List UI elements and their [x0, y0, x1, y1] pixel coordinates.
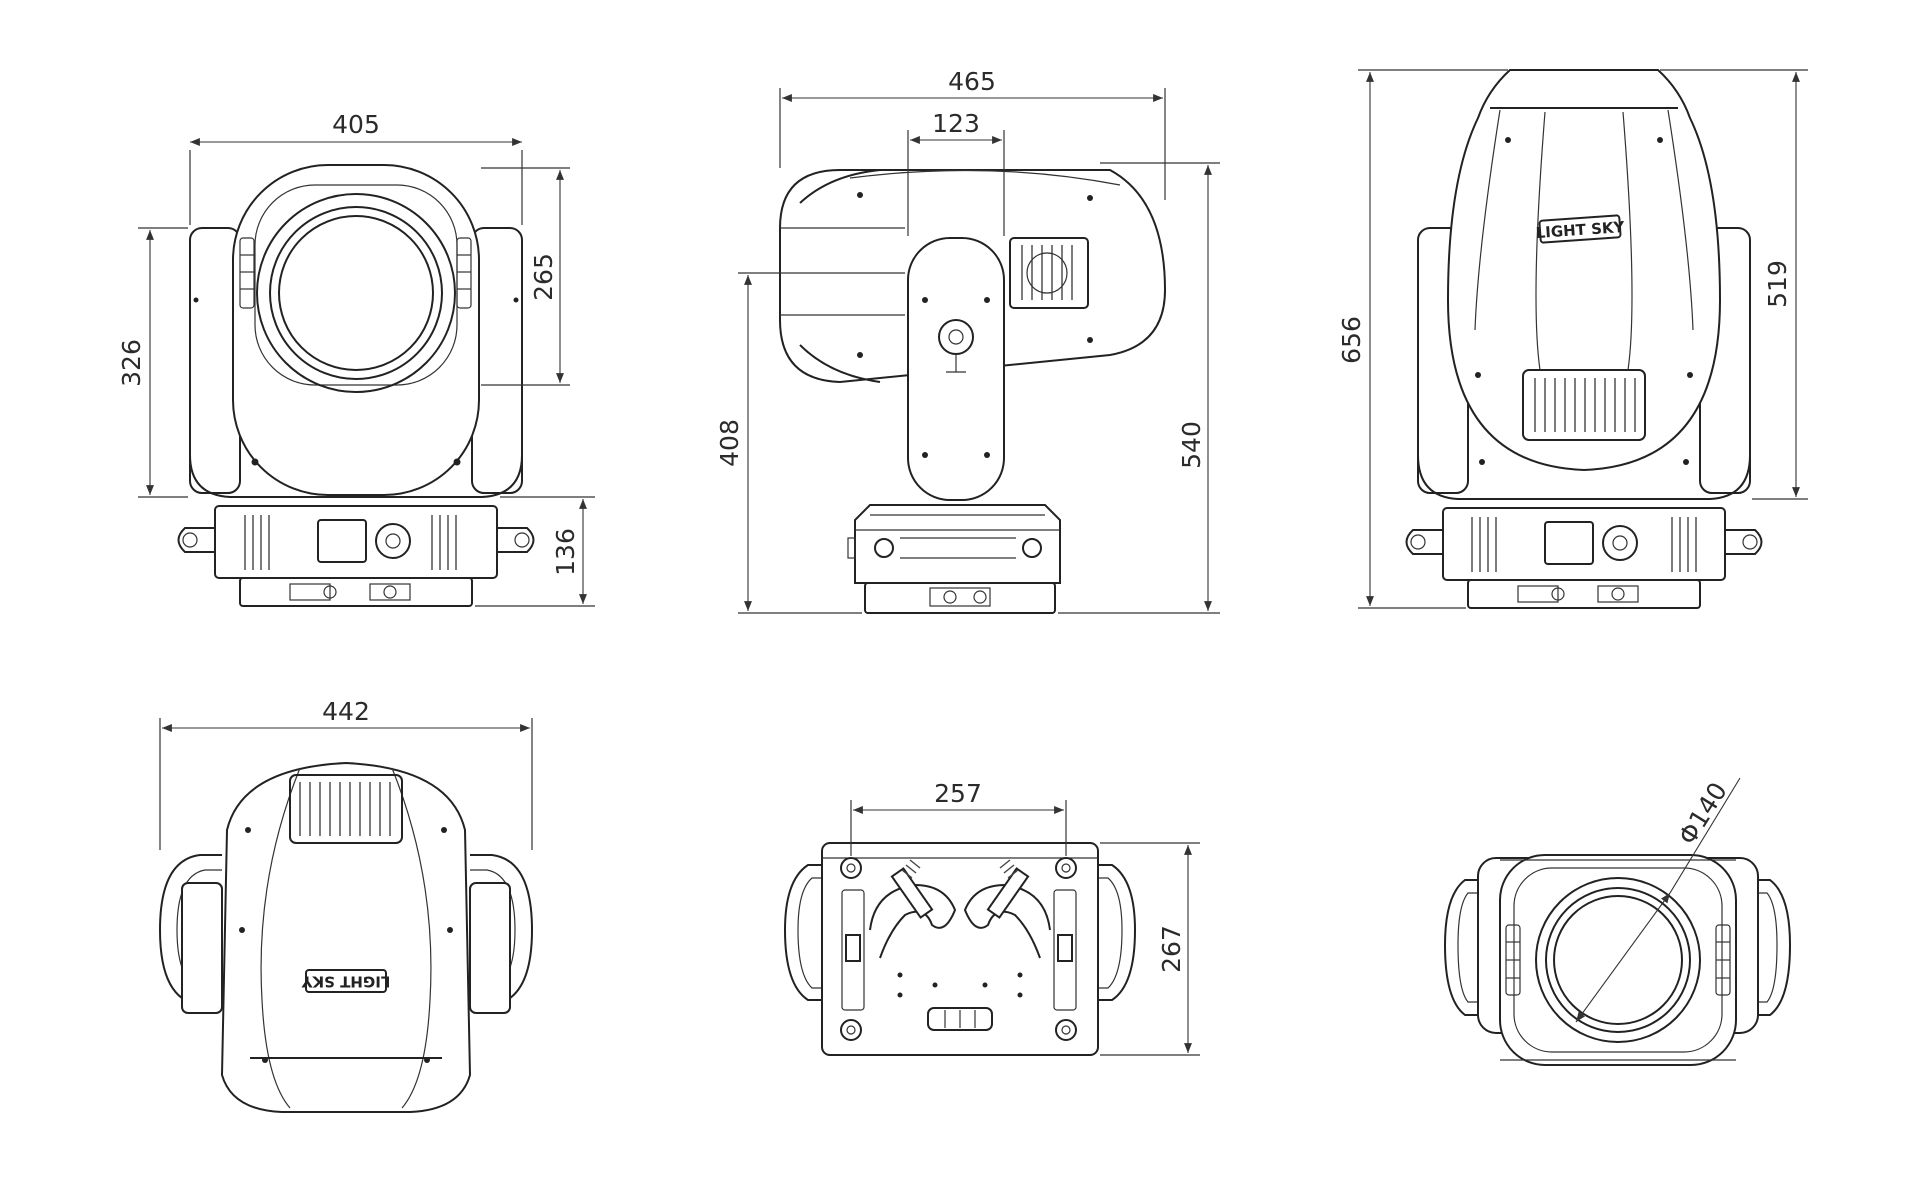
side-view: 465 123 408 540 [715, 67, 1220, 614]
bottom-clamp-spacing-label: 257 [934, 779, 982, 808]
side-width-label: 465 [948, 67, 996, 96]
top-view: LIGHT SKY 442 [158, 697, 534, 1113]
lens-diameter-label: Φ140 [1673, 777, 1733, 850]
lens-view: Φ140 [1443, 777, 1792, 1066]
front-view: 405 326 265 136 [117, 110, 595, 607]
front-total-height-label: 326 [117, 339, 146, 387]
top-logo: LIGHT SKY [300, 973, 390, 991]
back-head-height-label: 519 [1763, 260, 1792, 308]
side-arm-width-label: 123 [932, 109, 980, 138]
top-width-label: 442 [322, 697, 370, 726]
back-view: LIGHT SKY 656 [1337, 69, 1808, 609]
side-total-height-label: 540 [1177, 421, 1206, 469]
back-total-height-label: 656 [1337, 316, 1366, 364]
side-base-to-axis-label: 408 [715, 419, 744, 467]
bottom-view: 257 267 [783, 779, 1200, 1056]
front-head-height-label: 265 [529, 253, 558, 301]
front-base-height-label: 136 [551, 528, 580, 576]
bottom-depth-label: 267 [1157, 925, 1186, 973]
front-width-label: 405 [332, 110, 380, 139]
